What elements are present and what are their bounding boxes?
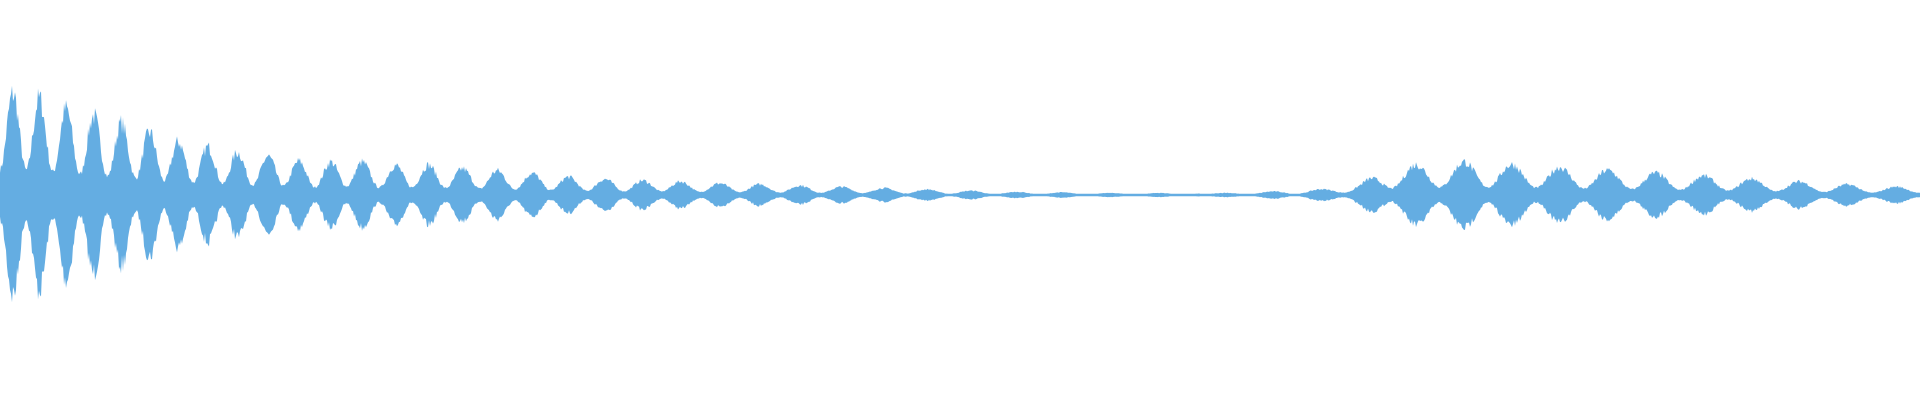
waveform-shape <box>0 85 1920 303</box>
waveform-path <box>0 85 1920 303</box>
